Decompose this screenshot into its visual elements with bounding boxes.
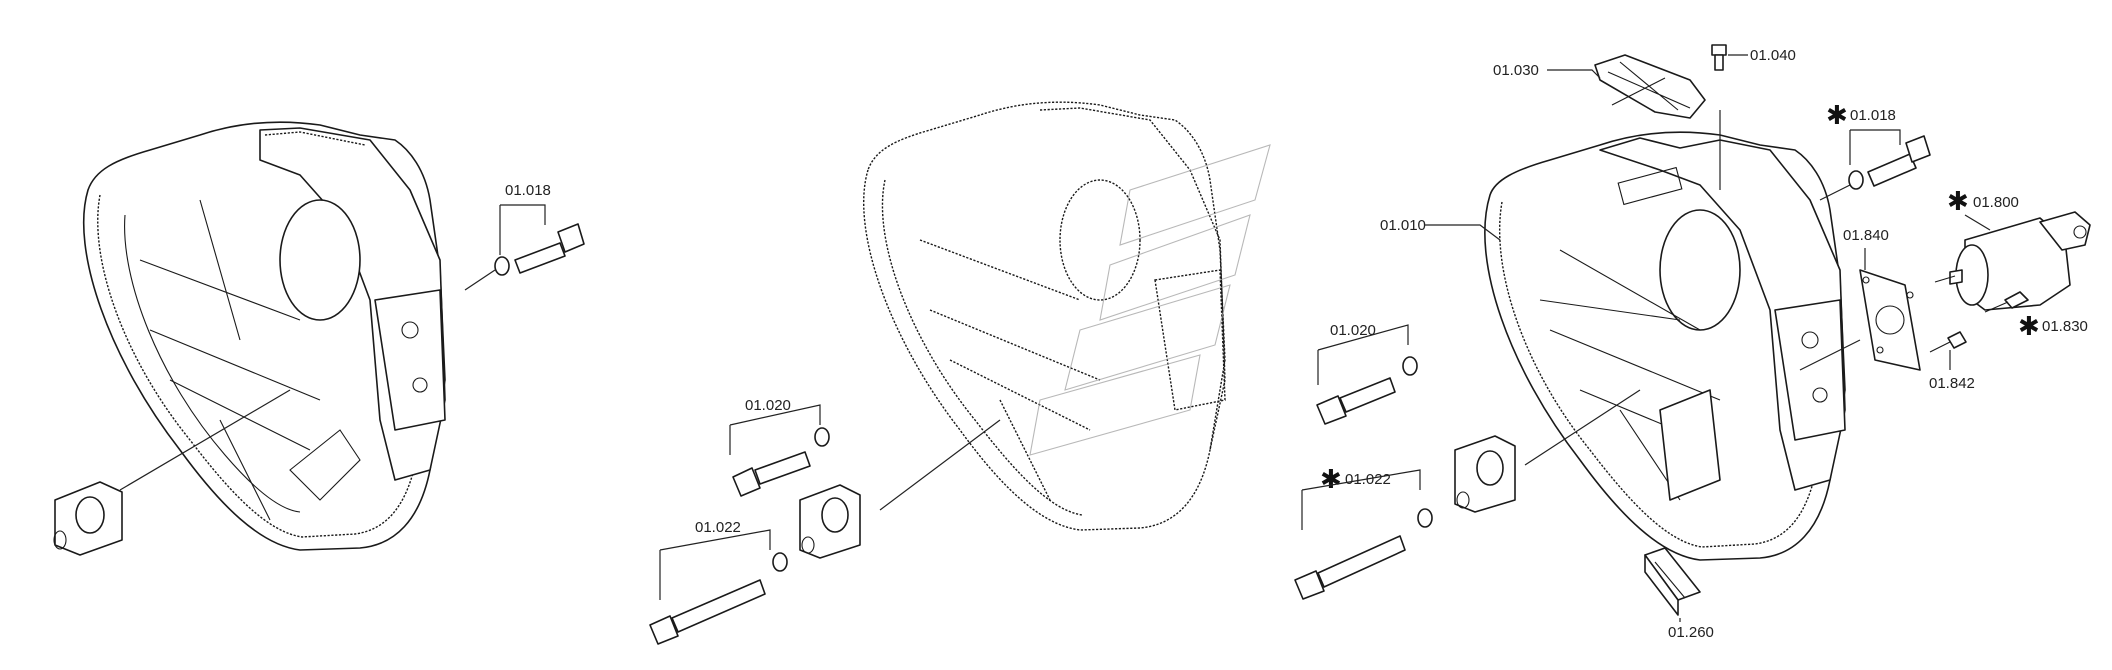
housing-left: [82, 121, 446, 551]
label-01-020-right: 01.020: [1330, 322, 1376, 339]
screw-01-830: [1984, 291, 2029, 313]
label-01-022-right: 01.022: [1345, 471, 1391, 488]
asterisk-01-830: ✱: [2018, 312, 2040, 342]
watermark: [1029, 144, 1271, 456]
bolt-01-020-middle: [732, 427, 830, 497]
bearing-block-left: [53, 481, 123, 556]
flange-plate-01-840: [1859, 269, 1921, 371]
bolt-01-020-right: [1316, 356, 1418, 425]
bearing-block-right: [1454, 435, 1516, 513]
bearing-block-middle: [799, 484, 861, 559]
cover-01-260: [1644, 547, 1701, 616]
starter-motor-01-800: [1934, 211, 2091, 311]
asterisk-01-800: ✱: [1947, 187, 1969, 217]
asterisk-01-018-right: ✱: [1826, 101, 1848, 131]
label-01-022-middle: 01.022: [695, 519, 741, 536]
label-01-018-left: 01.018: [505, 182, 551, 199]
asterisk-01-022-right: ✱: [1320, 465, 1342, 495]
bolt-01-018-right: [1848, 135, 1931, 190]
bolt-01-022-middle: [649, 552, 788, 645]
cover-plate-01-030: [1594, 54, 1706, 119]
housing-middle: [863, 101, 1226, 531]
label-01-010: 01.010: [1380, 217, 1426, 234]
label-01-842: 01.842: [1929, 375, 1975, 392]
label-01-020-middle: 01.020: [745, 397, 791, 414]
label-01-800: 01.800: [1973, 194, 2019, 211]
bolt-01-018-left: [494, 223, 585, 276]
label-01-030: 01.030: [1493, 62, 1539, 79]
label-01-040: 01.040: [1750, 47, 1796, 64]
screw-01-040: [1711, 44, 1727, 71]
bolt-01-022-right: [1294, 508, 1433, 600]
label-01-260: 01.260: [1668, 624, 1714, 641]
housing-right: [1484, 131, 1846, 561]
label-01-840: 01.840: [1843, 227, 1889, 244]
label-01-830: 01.830: [2042, 318, 2088, 335]
screw-01-842: [1929, 331, 1967, 353]
label-01-018-right: 01.018: [1850, 107, 1896, 124]
